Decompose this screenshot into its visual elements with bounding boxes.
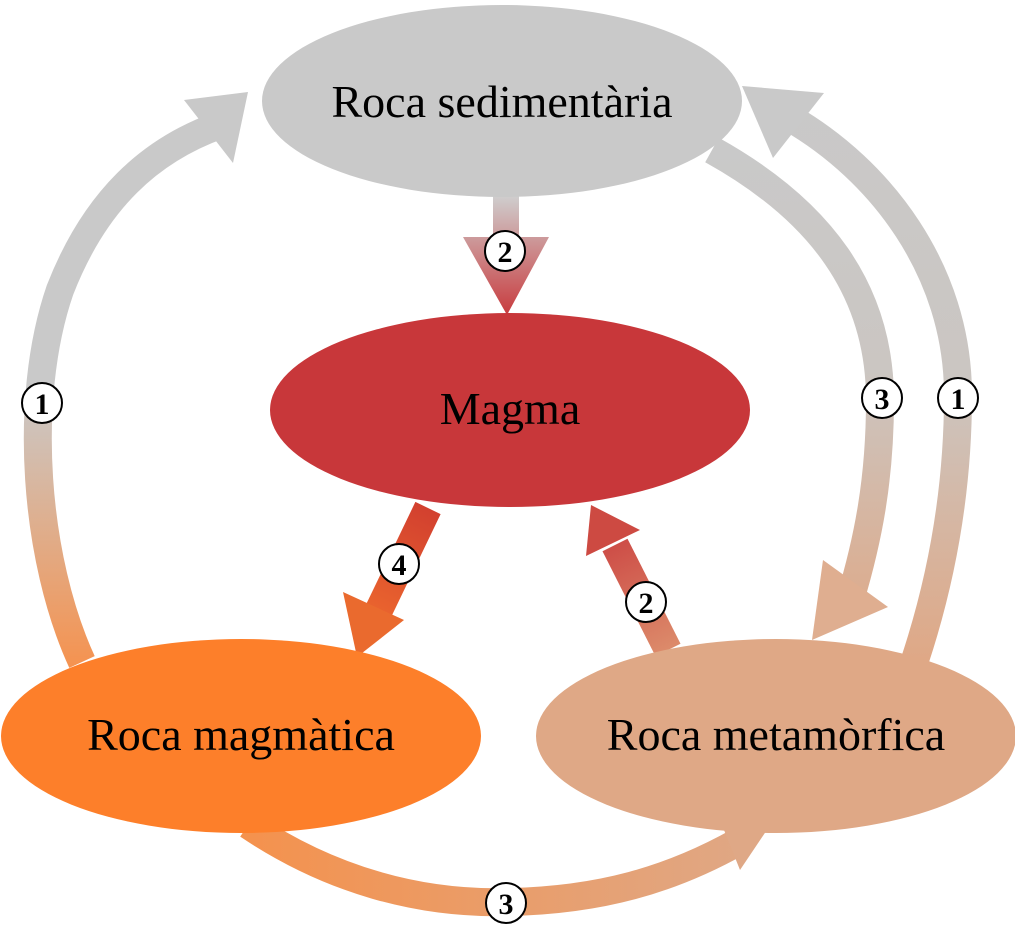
- process-badge-metamorphic-to-magma: 2: [625, 581, 667, 623]
- node-igneous-shape: [1, 639, 481, 833]
- node-metamorphic-label: Roca metamòrfica: [607, 709, 945, 760]
- process-badge-igneous-to-sedimentary: 1: [21, 382, 63, 424]
- process-badge-sedimentary-to-magma: 2: [484, 230, 526, 272]
- process-badge-sedimentary-to-metamorphic: 3: [861, 377, 903, 419]
- process-number: 4: [392, 549, 407, 582]
- process-number: 3: [875, 383, 890, 416]
- process-number: 3: [499, 888, 514, 921]
- node-magma-shape: [270, 313, 750, 507]
- arrow-igneous-to-sedimentary: [23, 92, 248, 668]
- arrow-metamorphic-to-magma: [586, 505, 681, 657]
- process-number: 1: [35, 388, 50, 421]
- process-number: 2: [498, 236, 513, 269]
- node-sedimentary-label: Roca sedimentària: [331, 76, 672, 127]
- node-igneous-label: Roca magmàtica: [87, 709, 395, 760]
- node-igneous-rock: Roca magmàtica: [1, 639, 481, 833]
- arrow-magma-to-igneous: [343, 501, 441, 657]
- process-number: 2: [639, 587, 654, 620]
- node-metamorphic-shape: [536, 639, 1015, 833]
- process-badge-metamorphic-to-sedimentary: 1: [937, 377, 979, 419]
- node-sedimentary-shape: [262, 5, 742, 197]
- process-badge-magma-to-igneous: 4: [378, 543, 420, 585]
- node-metamorphic-rock: Roca metamòrfica: [536, 639, 1015, 833]
- node-sedimentary-rock: Roca sedimentària: [262, 5, 742, 197]
- node-magma-label: Magma: [440, 383, 581, 434]
- process-number: 1: [951, 383, 966, 416]
- process-badge-igneous-to-metamorphic: 3: [485, 882, 527, 924]
- node-magma: Magma: [270, 313, 750, 507]
